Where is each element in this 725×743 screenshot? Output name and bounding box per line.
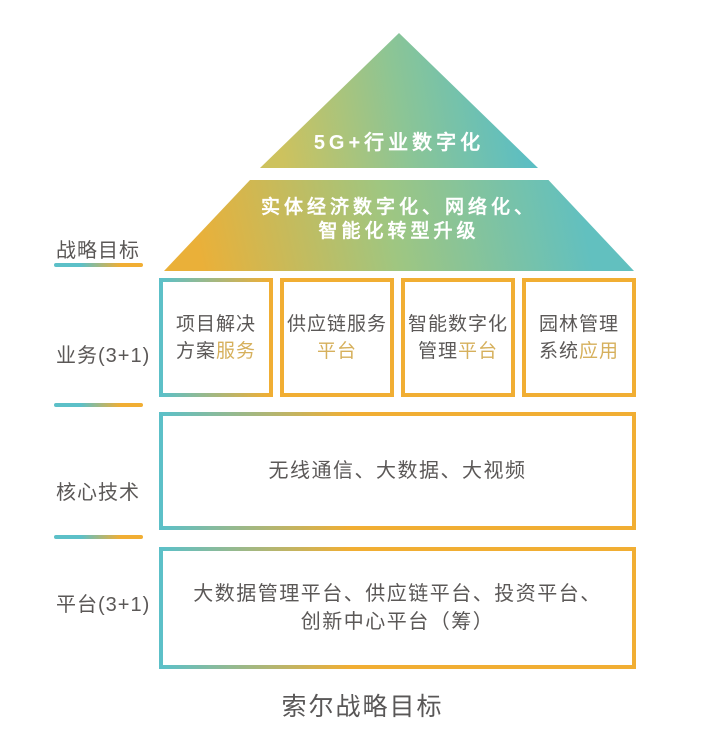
business-box-project-solution: 项目解决 方案服务 bbox=[159, 278, 273, 397]
pyramid-middle-label-line2: 智能化转型升级 bbox=[318, 220, 480, 242]
pyramid-top-triangle: 5G+行业数字化 bbox=[260, 33, 538, 168]
business-box-line2-highlight: 平台 bbox=[458, 340, 499, 362]
platform-box: 大数据管理平台、供应链平台、投资平台、 创新中心平台（筹） bbox=[159, 547, 636, 669]
business-box-supply-chain: 供应链服务 平台 bbox=[280, 278, 394, 397]
core-tech-text: 无线通信、大数据、大视频 bbox=[268, 460, 527, 482]
rail-label-business: 业务(3+1) bbox=[56, 345, 151, 367]
rail-label-tech: 核心技术 bbox=[56, 482, 140, 504]
business-box-smart-digital: 智能数字化 管理平台 bbox=[401, 278, 515, 397]
diagram-caption: 索尔战略目标 bbox=[281, 693, 444, 721]
business-box-line2-highlight: 平台 bbox=[316, 340, 357, 362]
platform-text-line2: 创新中心平台（筹） bbox=[300, 611, 495, 633]
business-box-line2-highlight: 应用 bbox=[579, 340, 620, 362]
platform-text-line1: 大数据管理平台、供应链平台、投资平台、 bbox=[193, 583, 602, 605]
rail-label-platform: 平台(3+1) bbox=[56, 594, 151, 616]
business-box-line2: 管理平台 bbox=[418, 338, 498, 365]
business-box-line1: 项目解决 bbox=[175, 313, 256, 335]
pyramid-middle-label-line1: 实体经济数字化、网络化、 bbox=[260, 196, 537, 218]
business-boxes-row: 项目解决 方案服务 供应链服务 平台 智能数字化 管理平台 园林管理 系统应用 bbox=[159, 278, 636, 397]
business-box-line1: 智能数字化 bbox=[407, 313, 508, 335]
business-box-line2-normal: 系统 bbox=[538, 340, 579, 362]
business-box-line2: 系统应用 bbox=[539, 338, 619, 365]
rail-separator-line-1 bbox=[54, 263, 143, 267]
core-tech-box: 无线通信、大数据、大视频 bbox=[159, 412, 636, 530]
business-box-line1: 供应链服务 bbox=[286, 313, 387, 335]
rail-label-strategy: 战略目标 bbox=[56, 240, 140, 262]
business-box-line2-highlight: 服务 bbox=[216, 340, 257, 362]
business-box-line2-normal: 方案 bbox=[175, 340, 216, 362]
business-box-line2: 方案服务 bbox=[176, 338, 256, 365]
pyramid-top-label: 5G+行业数字化 bbox=[313, 132, 485, 154]
pyramid-middle-trapezoid: 实体经济数字化、网络化、 智能化转型升级 bbox=[164, 180, 634, 271]
business-box-garden-management: 园林管理 系统应用 bbox=[522, 278, 636, 397]
rail-separator-line-2 bbox=[54, 403, 143, 407]
rail-separator-line-3 bbox=[54, 535, 143, 539]
business-box-line2: 平台 bbox=[317, 338, 357, 365]
business-box-line1: 园林管理 bbox=[538, 313, 619, 335]
business-box-line2-normal: 管理 bbox=[417, 340, 458, 362]
